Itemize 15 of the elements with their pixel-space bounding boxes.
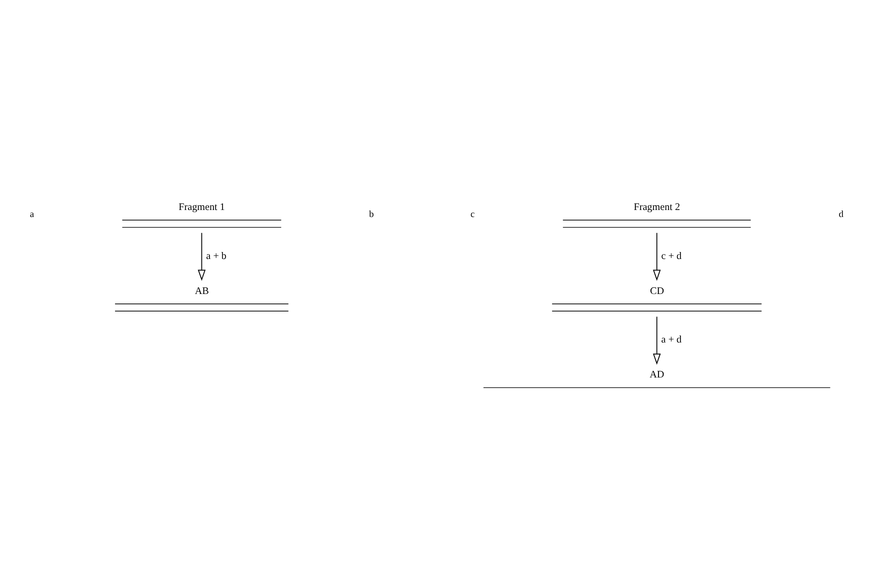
label: b xyxy=(369,209,374,220)
label: d xyxy=(838,209,844,220)
node-text: AD xyxy=(650,369,664,380)
node-text: Fragment 1 xyxy=(178,202,225,213)
edge-label: a + b xyxy=(206,250,226,262)
node-text: AB xyxy=(194,285,209,296)
label: a xyxy=(30,209,34,220)
arrow xyxy=(198,232,206,280)
edge-label: c + d xyxy=(661,250,682,262)
label: c xyxy=(470,209,475,220)
arrow xyxy=(652,316,661,364)
node-text: Fragment 2 xyxy=(634,202,680,213)
arrow xyxy=(652,232,661,280)
edge-label: a + d xyxy=(661,334,682,346)
node-text: CD xyxy=(650,285,664,296)
